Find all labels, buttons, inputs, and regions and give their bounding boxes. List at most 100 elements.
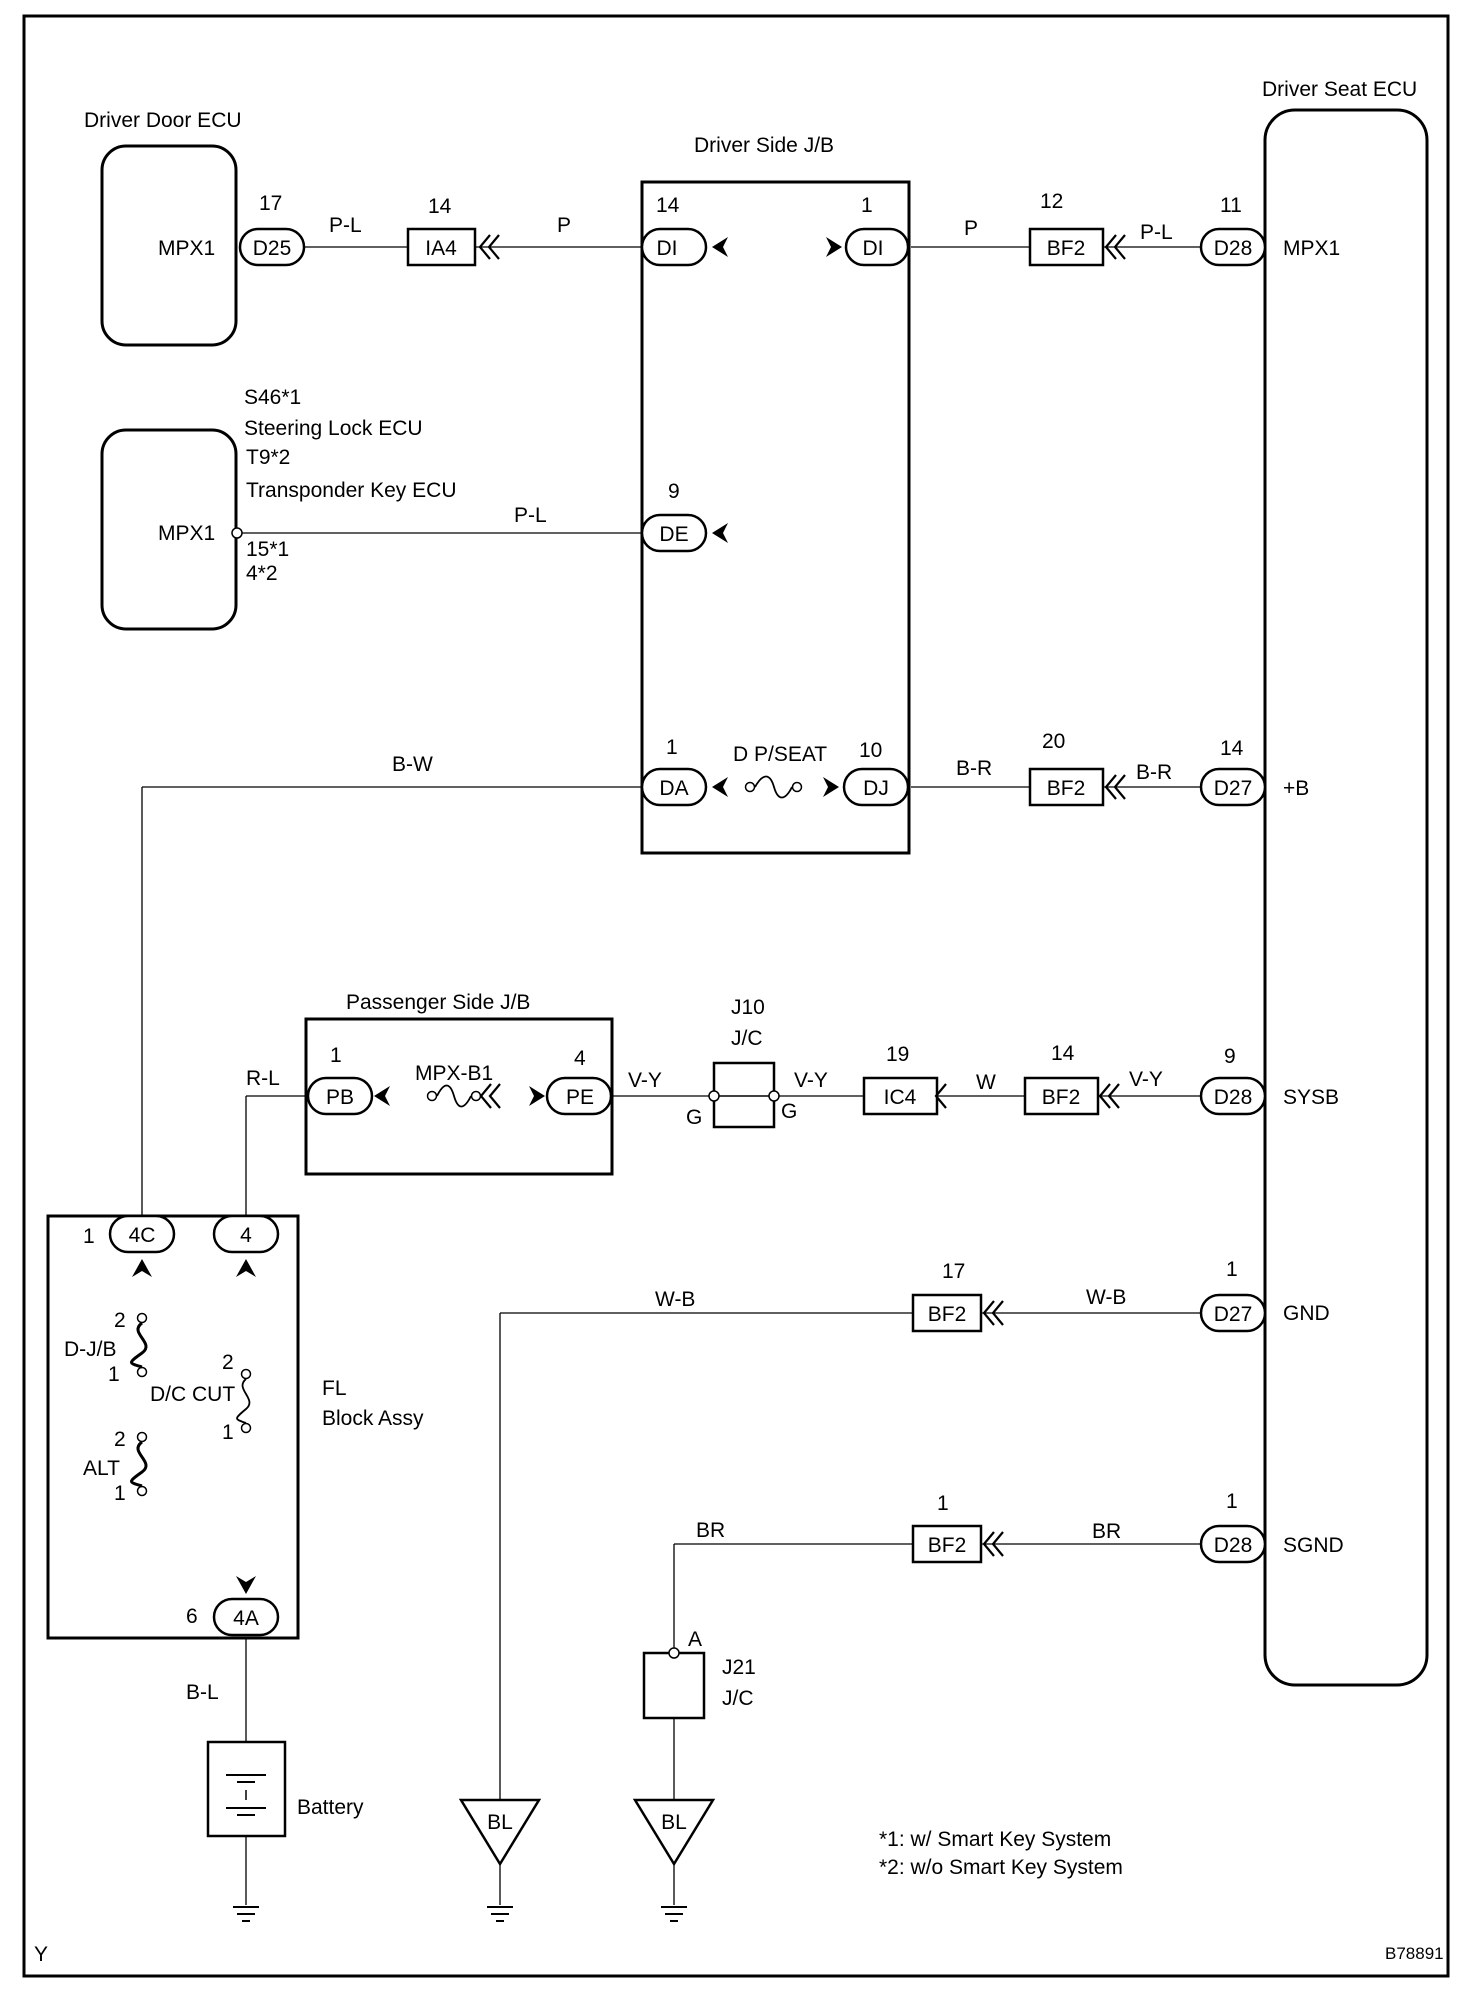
svg-text:4: 4: [574, 1047, 586, 1070]
driver-jb-fuse-label: D P/SEAT: [733, 743, 827, 766]
steering-lock-line1: S46*1: [244, 386, 301, 409]
driver-door-ecu-label: Driver Door ECU: [84, 109, 242, 132]
connector-chevrons: [478, 234, 1126, 1557]
svg-text:1: 1: [1226, 1490, 1238, 1513]
connector: DA: [640, 767, 708, 807]
svg-text:V-Y: V-Y: [1129, 1068, 1163, 1091]
svg-text:P: P: [964, 217, 978, 240]
svg-text:D28: D28: [1214, 237, 1253, 260]
steering-lock-pin-terminal: [231, 527, 243, 539]
connector: D28: [1199, 1524, 1267, 1564]
footnote-2: *2: w/o Smart Key System: [879, 1856, 1123, 1879]
connector-square: BF2: [911, 1293, 983, 1333]
svg-text:BF2: BF2: [1047, 237, 1086, 260]
svg-text:9: 9: [1224, 1045, 1236, 1068]
driver-seat-ecu-box: [1263, 108, 1429, 1687]
alt-fuse: [130, 1431, 148, 1497]
ecu-pin-sgnd: SGND: [1283, 1534, 1344, 1557]
connector: D27: [1199, 1293, 1267, 1333]
svg-text:1: 1: [861, 194, 873, 217]
svg-text:P-L: P-L: [1140, 221, 1173, 244]
svg-text:19: 19: [886, 1043, 909, 1066]
connector: PE: [545, 1076, 613, 1116]
svg-text:R-L: R-L: [246, 1067, 280, 1090]
d-pseat-fuse: [744, 775, 803, 799]
j10-junction: [708, 1061, 780, 1129]
svg-text:PE: PE: [566, 1086, 594, 1109]
driver-seat-ecu-label: Driver Seat ECU: [1262, 78, 1417, 101]
connector: 4A: [212, 1597, 280, 1637]
dc-cut-fuse-label: D/C CUT: [150, 1383, 235, 1406]
svg-text:W: W: [976, 1071, 996, 1094]
steering-lock-line2: Steering Lock ECU: [244, 417, 423, 440]
svg-text:1: 1: [222, 1421, 234, 1444]
svg-text:14: 14: [428, 195, 452, 218]
jb-arrowheads: [132, 237, 842, 1594]
connector-square: BF2: [1028, 767, 1105, 807]
svg-text:W-B: W-B: [655, 1288, 695, 1311]
driver-door-ecu-box: [100, 144, 238, 347]
j10-label-1: J10: [731, 996, 765, 1019]
svg-text:V-Y: V-Y: [628, 1069, 662, 1092]
svg-text:B-R: B-R: [1136, 761, 1172, 784]
dc-cut-fuse: [236, 1368, 252, 1434]
svg-text:BR: BR: [1092, 1520, 1121, 1543]
connector: DE: [640, 513, 708, 553]
ground-bl-right: BL: [632, 1798, 716, 1922]
svg-text:11: 11: [1220, 194, 1242, 217]
j10-pin-right: G: [781, 1100, 797, 1123]
j10-label-2: J/C: [731, 1027, 763, 1050]
ecu-pin-mpx1: MPX1: [1283, 237, 1340, 260]
svg-text:17: 17: [942, 1260, 965, 1283]
svg-text:BF2: BF2: [1042, 1086, 1081, 1109]
driver-jb-label: Driver Side J/B: [694, 134, 834, 157]
svg-text:12: 12: [1040, 190, 1063, 213]
battery-label: Battery: [297, 1796, 364, 1819]
svg-text:BF2: BF2: [928, 1534, 967, 1557]
fl-block-line1: FL: [322, 1377, 347, 1400]
connector-square: IA4: [406, 227, 477, 267]
svg-text:20: 20: [1042, 730, 1065, 753]
svg-text:D27: D27: [1214, 777, 1253, 800]
connector: D25: [238, 227, 306, 267]
svg-text:17: 17: [259, 192, 282, 215]
steering-lock-pin-no1: 15*1: [246, 538, 289, 561]
j10-pin-left: G: [686, 1106, 702, 1129]
j21-label-1: J21: [722, 1656, 756, 1679]
corner-letter: Y: [34, 1943, 48, 1966]
connector: PB: [306, 1076, 374, 1116]
svg-text:D28: D28: [1214, 1086, 1253, 1109]
svg-text:IA4: IA4: [425, 237, 457, 260]
svg-text:1: 1: [114, 1482, 126, 1505]
ecu-pin-gnd: GND: [1283, 1302, 1330, 1325]
alt-fuse-label: ALT: [83, 1457, 120, 1480]
connector: DI: [844, 227, 910, 267]
svg-text:DE: DE: [659, 523, 688, 546]
svg-text:1: 1: [83, 1225, 95, 1248]
passenger-jb-fuse-label: MPX-B1: [415, 1062, 493, 1085]
svg-text:D25: D25: [253, 237, 292, 260]
connector: DI: [640, 227, 708, 267]
footnote-1: *1: w/ Smart Key System: [879, 1828, 1111, 1851]
j21-label-2: J/C: [722, 1687, 754, 1710]
svg-text:D28: D28: [1214, 1534, 1253, 1557]
connector-square: IC4: [862, 1076, 939, 1116]
svg-text:14: 14: [656, 194, 680, 217]
svg-text:P-L: P-L: [329, 214, 362, 237]
connector: D28: [1199, 227, 1267, 267]
steering-lock-pin: MPX1: [158, 522, 215, 545]
svg-text:DA: DA: [659, 777, 688, 800]
steering-lock-line4: Transponder Key ECU: [246, 479, 456, 502]
mpx-b1-fuse: [426, 1084, 482, 1108]
svg-text:2: 2: [114, 1309, 126, 1332]
passenger-jb-label: Passenger Side J/B: [346, 991, 530, 1014]
wire-color-labels: P-L P P P-L P-L B-W B-R B-R R-L V-Y V-Y …: [186, 214, 1173, 1704]
svg-text:DI: DI: [863, 237, 884, 260]
svg-text:V-Y: V-Y: [794, 1069, 828, 1092]
svg-text:BR: BR: [696, 1519, 725, 1542]
dj-b-fuse: [130, 1312, 148, 1378]
svg-text:BF2: BF2: [1047, 777, 1086, 800]
driver-door-ecu-pin: MPX1: [158, 237, 215, 260]
battery-symbol: [206, 1740, 287, 1838]
svg-text:P-L: P-L: [514, 504, 547, 527]
